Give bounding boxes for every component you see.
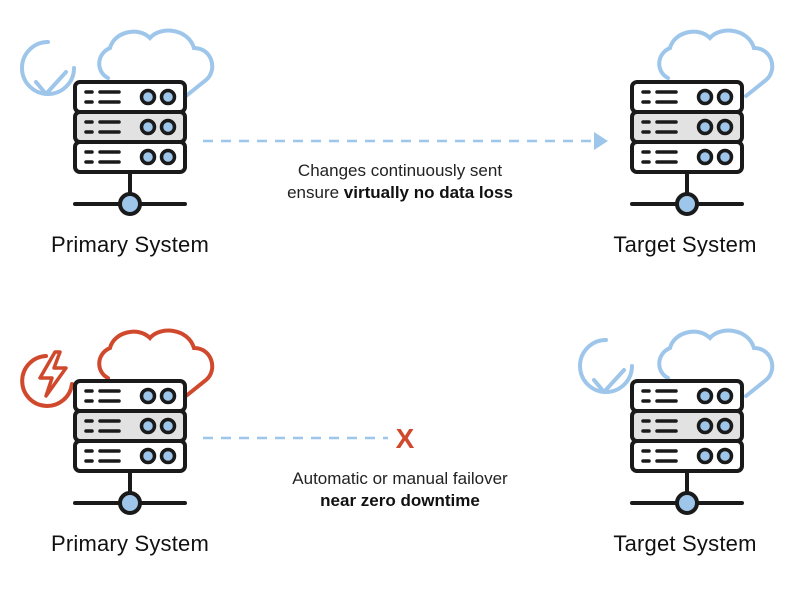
network-base-icon — [630, 469, 744, 515]
bottom-primary-label: Primary System — [50, 531, 210, 556]
bottom-caption-line2: near zero downtime — [230, 490, 570, 512]
top-target-node — [630, 28, 775, 216]
bottom-target-label: Target System — [613, 531, 757, 556]
top-caption-line2-prefix: ensure — [287, 183, 344, 202]
lightning-circle-icon — [20, 350, 74, 408]
network-base-icon — [630, 170, 744, 216]
arrow-right-icon — [594, 132, 608, 150]
bottom-caption-emphasis: near zero downtime — [320, 491, 480, 510]
top-target-label: Target System — [613, 232, 757, 257]
network-base-icon — [73, 469, 187, 515]
checkmark-circle-icon — [20, 40, 76, 96]
cloud-icon — [657, 328, 775, 398]
bottom-caption-line1: Automatic or manual failover — [292, 469, 508, 488]
top-caption-line2: ensure virtually no data loss — [230, 182, 570, 204]
bottom-primary-node — [20, 328, 215, 515]
bottom-target-node — [578, 328, 775, 515]
server-rack-icon — [73, 379, 187, 473]
server-rack-icon — [630, 80, 744, 174]
cloud-icon — [97, 28, 215, 98]
top-replication-link — [203, 132, 608, 150]
cloud-icon — [657, 28, 775, 98]
top-caption-emphasis: virtually no data loss — [343, 183, 513, 202]
bottom-failover-link: X — [203, 423, 415, 454]
network-base-icon — [73, 170, 187, 216]
server-rack-icon — [630, 379, 744, 473]
server-rack-icon — [73, 80, 187, 174]
top-caption: Changes continuously sent ensure virtual… — [230, 160, 570, 204]
cloud-icon — [97, 328, 215, 398]
bottom-caption: Automatic or manual failover near zero d… — [230, 468, 570, 512]
broken-link-mark: X — [396, 423, 415, 454]
checkmark-circle-icon — [578, 338, 634, 394]
top-primary-label: Primary System — [50, 232, 210, 257]
top-primary-node — [20, 28, 215, 216]
top-caption-line1: Changes continuously sent — [297, 161, 503, 180]
